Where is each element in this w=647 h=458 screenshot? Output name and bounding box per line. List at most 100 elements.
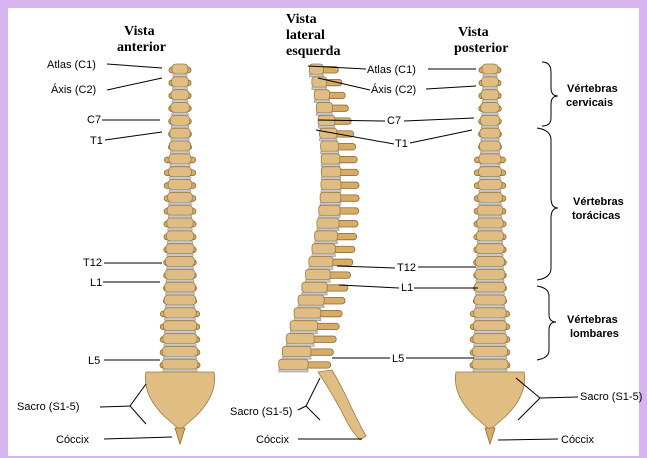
leader-left-sacro: [130, 384, 146, 424]
anterior-spine-disc: [173, 74, 187, 77]
anterior-spine-disc: [169, 202, 192, 205]
lateral-spine-vertebra: [317, 218, 339, 228]
lateral-spine-vertebra: [286, 334, 314, 344]
anterior-spine-disc: [171, 138, 189, 141]
posterior-spine-vertebra: [477, 205, 503, 215]
lateral-spine-vertebra: [309, 64, 323, 74]
lateral-spine-vertebra: [321, 154, 340, 164]
lateral-spine-vertebra: [279, 359, 308, 369]
anterior-spine-disc: [173, 87, 188, 90]
label-mid-t1: T1: [395, 138, 408, 150]
posterior-spine-disc: [477, 241, 502, 244]
posterior-spine-disc: [477, 254, 503, 257]
posterior-spine-disc: [480, 177, 501, 180]
posterior-spine-vertebra: [474, 295, 506, 305]
group-lombar-line1: Vértebras: [567, 314, 618, 326]
label-left-coccix: Cóccix: [56, 434, 90, 446]
posterior-spine-disc: [481, 125, 498, 128]
anterior-spine-vertebra: [162, 359, 198, 369]
anterior-spine-vertebra: [168, 192, 193, 202]
lateral-spine-vertebra: [316, 103, 332, 113]
brace-toracica: [537, 128, 558, 280]
posterior-spine-disc: [479, 202, 502, 205]
leader-mid-sacro: [306, 378, 320, 420]
group-toracica-line1: Vértebras: [573, 196, 624, 208]
anterior-spine-vertebra: [171, 103, 190, 113]
lateral-spine-vertebra: [290, 321, 317, 331]
anterior-spine-vertebra: [162, 346, 197, 356]
anterior-spine-vertebra: [172, 77, 189, 87]
posterior-spine-vertebra: [476, 244, 504, 254]
lateral-spine-vertebra: [312, 244, 335, 254]
anterior-spine-vertebra: [165, 282, 196, 292]
posterior-spine-disc: [474, 344, 506, 347]
posterior-spine-disc: [475, 305, 505, 308]
label-right-sacro: Sacro (S1-5): [580, 391, 642, 403]
posterior-spine-vertebra: [472, 359, 508, 369]
label-mid-t12: T12: [397, 262, 416, 274]
posterior-spine-vertebra: [475, 282, 506, 292]
anterior-spine-vertebra: [170, 128, 190, 138]
lateral-spine-vertebra: [315, 231, 338, 241]
lateral-spine-vertebra: [294, 308, 321, 318]
anterior-spine-disc: [164, 344, 196, 347]
anterior-spine-disc: [165, 318, 196, 321]
lateral-spine-vertebra: [321, 180, 341, 190]
anterior-spine-vertebra: [167, 205, 193, 215]
group-lombar-line2: lombares: [570, 328, 619, 340]
anterior-spine-vertebra: [165, 257, 194, 267]
anterior-spine-disc: [167, 254, 193, 257]
header-lateral-line2: lateral: [286, 28, 325, 43]
group-cervical-line2: cervicais: [566, 97, 613, 109]
anterior-spine-disc: [165, 305, 195, 308]
posterior-spine-vertebra: [475, 257, 504, 267]
header-lateral-line3: esquerda: [286, 44, 340, 59]
lateral-spine-disc: [279, 369, 308, 372]
posterior-spine-disc: [476, 292, 505, 295]
header-posterior-line1: Vista: [458, 25, 489, 40]
anterior-spine-disc: [170, 151, 189, 154]
label-right-coccix: Cóccix: [561, 434, 595, 446]
posterior-spine-vertebra: [478, 180, 502, 190]
posterior-spine-vertebra: [480, 128, 500, 138]
leader-mid-sacro-stem: [298, 406, 306, 410]
label-left-t12: T12: [83, 257, 102, 269]
lateral-spine-sacrum: [318, 370, 366, 440]
posterior-spine-disc: [481, 138, 499, 141]
posterior-spine-disc: [482, 100, 498, 103]
leader-mid-t12-left: [337, 266, 395, 268]
lateral-spine-vertebra: [309, 257, 333, 267]
brace-cervical: [542, 62, 558, 126]
posterior-spine-vertebra: [474, 308, 507, 318]
anterior-spine-vertebra: [171, 90, 189, 100]
posterior-spine-disc: [473, 369, 507, 372]
anterior-spine-disc: [169, 190, 191, 193]
anterior-spine-vertebra: [170, 115, 189, 125]
posterior-spine-disc: [473, 356, 506, 359]
anterior-spine-vertebra: [165, 269, 195, 279]
anterior-spine-disc: [167, 241, 192, 244]
posterior-spine-vertebra: [477, 218, 503, 228]
anterior-spine-disc: [170, 177, 191, 180]
anterior-spine-vertebra: [164, 308, 197, 318]
label-left-axis: Áxis (C2): [51, 83, 96, 96]
posterior-spine-disc: [480, 151, 499, 154]
anterior-spine-vertebra: [172, 64, 188, 74]
anterior-spine-disc: [172, 100, 188, 103]
leader-mid-c7-right: [404, 118, 474, 121]
posterior-spine-vertebra: [473, 321, 506, 331]
lateral-spine-vertebra: [298, 295, 324, 305]
lateral-spine-vertebra: [282, 346, 311, 356]
lateral-spine-vertebra: [321, 167, 340, 177]
anterior-spine-disc: [171, 125, 188, 128]
posterior-spine-disc: [476, 279, 504, 282]
anterior-spine-vertebra: [166, 231, 193, 241]
posterior-spine-vertebra: [481, 103, 500, 113]
label-left-atlas: Atlas (C1): [47, 59, 96, 71]
anterior-spine-vertebra: [169, 154, 191, 164]
posterior-spine-vertebra: [478, 192, 503, 202]
leader-left-t1: [105, 132, 162, 140]
posterior-spine-vertebra: [480, 115, 499, 125]
